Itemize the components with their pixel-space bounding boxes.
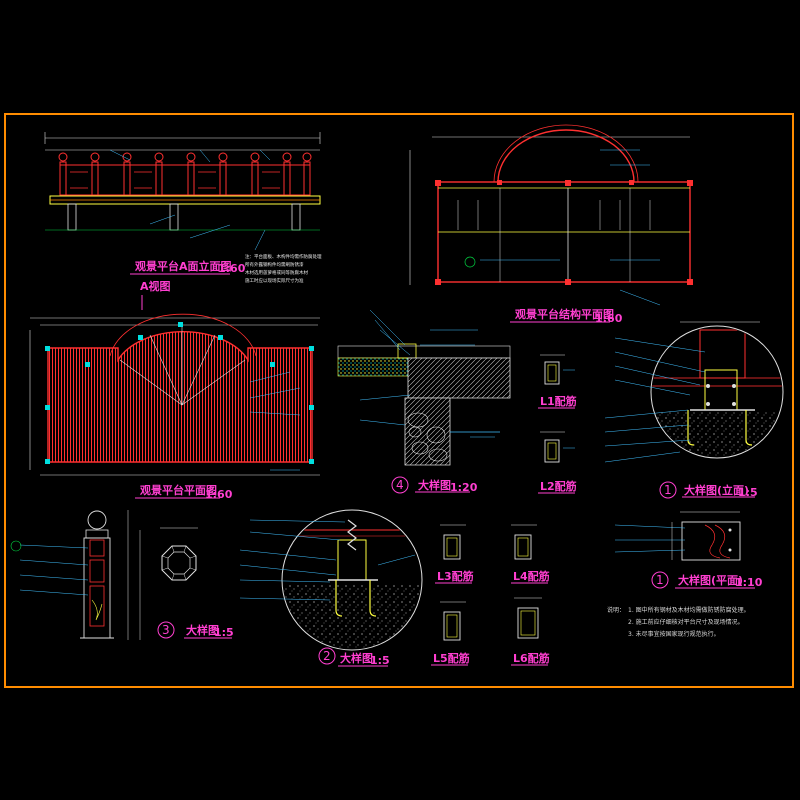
note-line: 2. 施工前应仔细核对平台尺寸及现场情况。 xyxy=(628,618,744,626)
section-l1: L1配筋 xyxy=(538,354,577,409)
detail-4-num: 4 xyxy=(396,478,404,492)
svg-text:所有外露钢构件均需刷防锈漆: 所有外露钢构件均需刷防锈漆 xyxy=(245,261,304,268)
detail-2-scale: 1:5 xyxy=(370,654,390,667)
detail-1-plan-num: 1 xyxy=(656,573,664,587)
detail-1-plan-view: 1 大样图(平面) 1:10 xyxy=(614,511,763,589)
detail-2-num: 2 xyxy=(323,649,331,663)
section-l2: L2配筋 xyxy=(538,431,577,494)
structure-plan-scale: 1:60 xyxy=(595,312,623,325)
section-l2-title: L2配筋 xyxy=(540,479,577,493)
detail-3-scale: 1:5 xyxy=(214,626,234,639)
section-l6-title: L6配筋 xyxy=(513,651,550,665)
detail-1-elevation-view: 1 大样图(立面) 1:5 xyxy=(604,321,784,499)
note-line: 3. 未尽事宜按国家现行规范执行。 xyxy=(628,630,720,638)
detail-3-num: 3 xyxy=(162,623,170,637)
plan-title: 观景平台平面图 xyxy=(140,483,217,497)
elevation-scale: 1:60 xyxy=(218,262,246,275)
section-l3: L3配筋 xyxy=(435,524,474,584)
detail-2-title: 大样图 xyxy=(340,651,373,665)
sheet-border xyxy=(4,113,794,688)
section-l4-title: L4配筋 xyxy=(513,569,550,583)
detail-3-title: 大样图 xyxy=(186,623,219,637)
section-l5-title: L5配筋 xyxy=(433,651,470,665)
detail-4-title: 大样图 xyxy=(418,478,451,492)
plan-view-mark: A视图 xyxy=(140,279,171,293)
notes-head: 说明： xyxy=(607,606,625,614)
detail-1-elev-scale: 1:5 xyxy=(738,486,758,499)
detail-1-plan-scale: 1:10 xyxy=(735,576,763,589)
section-l4: L4配筋 xyxy=(511,524,550,584)
detail-3-view: 3 大样图 1:5 xyxy=(10,510,234,640)
detail-2-view: 2 大样图 1:5 xyxy=(239,509,423,667)
svg-text:木材选用菠萝格或同等防腐木材: 木材选用菠萝格或同等防腐木材 xyxy=(245,269,308,276)
svg-text:注：平台面板、木构件均需作防腐处理: 注：平台面板、木构件均需作防腐处理 xyxy=(245,253,322,260)
structure-plan-title: 观景平台结构平面图 xyxy=(515,307,614,321)
section-l1-title: L1配筋 xyxy=(540,394,577,408)
notes-block: 说明： 1. 图中所有钢材及木材均需做防锈防腐处理。 2. 施工前应仔细核对平台… xyxy=(607,606,750,638)
section-l3-title: L3配筋 xyxy=(437,569,474,583)
section-l6: L6配筋 xyxy=(511,597,550,666)
structure-plan-view: 观景平台结构平面图 1:60 xyxy=(409,124,693,325)
detail-1-elev-title: 大样图(立面) xyxy=(684,483,749,497)
detail-1-elev-num: 1 xyxy=(664,483,672,497)
detail-4-scale: 1:20 xyxy=(450,481,478,494)
plan-view: A视图 观景平台平面图 1:60 xyxy=(29,279,320,501)
detail-1-plan-title: 大样图(平面) xyxy=(678,573,743,587)
elevation-view: 注：平台面板、木构件均需作防腐处理 所有外露钢构件均需刷防锈漆 木材选用菠萝格或… xyxy=(44,132,322,284)
plan-scale: 1:60 xyxy=(205,488,233,501)
detail-4-view: 4 大样图 1:20 xyxy=(337,309,511,494)
svg-text:施工时应以现场实际尺寸为准: 施工时应以现场实际尺寸为准 xyxy=(245,277,304,284)
elevation-title: 观景平台A面立面图 xyxy=(135,259,232,273)
note-line: 1. 图中所有钢材及木材均需做防锈防腐处理。 xyxy=(628,606,750,614)
section-l5: L5配筋 xyxy=(431,601,470,666)
